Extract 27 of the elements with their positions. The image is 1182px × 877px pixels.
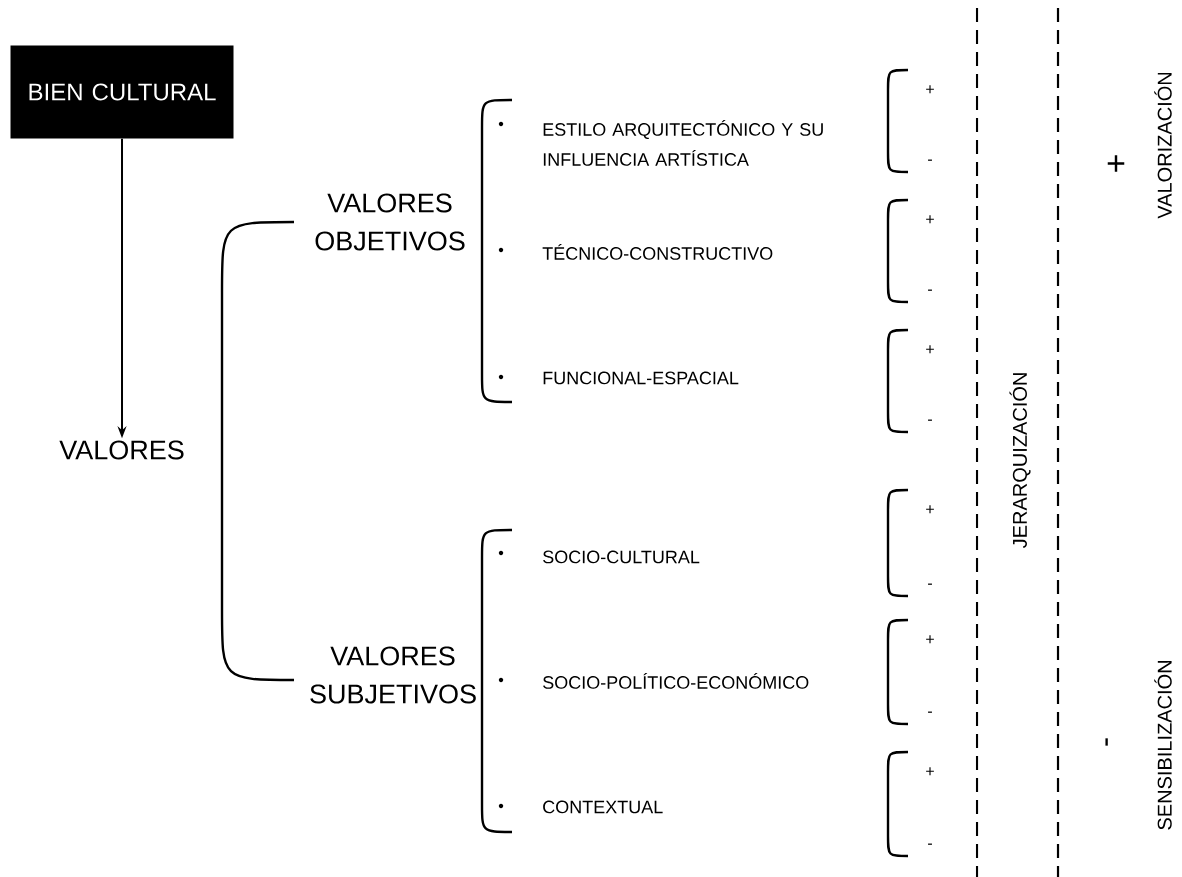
vertical-label: VALORIZACIÓN [1154, 72, 1172, 219]
sign: + [1107, 155, 1125, 172]
item-text: SOCIO-CULTURAL [543, 550, 700, 564]
sign: + [926, 767, 934, 776]
vertical-label: SENSIBILIZACIÓN [1154, 661, 1172, 830]
heading-text: VALORES [59, 440, 184, 460]
sign: + [926, 345, 934, 354]
item-text: CONTEXTUAL [543, 800, 663, 814]
item-text: TÉCNICO-CONSTRUCTIVO [542, 244, 773, 260]
title-box: BIEN CULTURAL [10, 45, 234, 139]
sign: + [926, 85, 934, 94]
heading-text: VALORES OBJETIVOS [315, 193, 465, 251]
sign: + [926, 635, 934, 644]
sign: + [926, 215, 934, 224]
sign: - [928, 289, 932, 291]
item-text: ESTILO ARQUITECTÓNICO Y SU INFLUENCIA ARTÍSTICA [543, 120, 823, 166]
sign: - [1105, 738, 1108, 746]
sign: - [928, 711, 932, 713]
item-text: SOCIO-POLÍTICO-ECONÓMICO [543, 673, 809, 689]
item-text: FUNCIONAL-ESPACIAL [543, 371, 739, 385]
sign: + [926, 505, 934, 514]
sign: - [928, 419, 932, 421]
sign: - [928, 583, 932, 585]
heading-text: VALORES SUBJETIVOS [310, 646, 476, 704]
vertical-label: JERARQUIZACIÓN [1009, 373, 1031, 548]
sign: - [928, 843, 932, 845]
sign: - [928, 159, 932, 161]
